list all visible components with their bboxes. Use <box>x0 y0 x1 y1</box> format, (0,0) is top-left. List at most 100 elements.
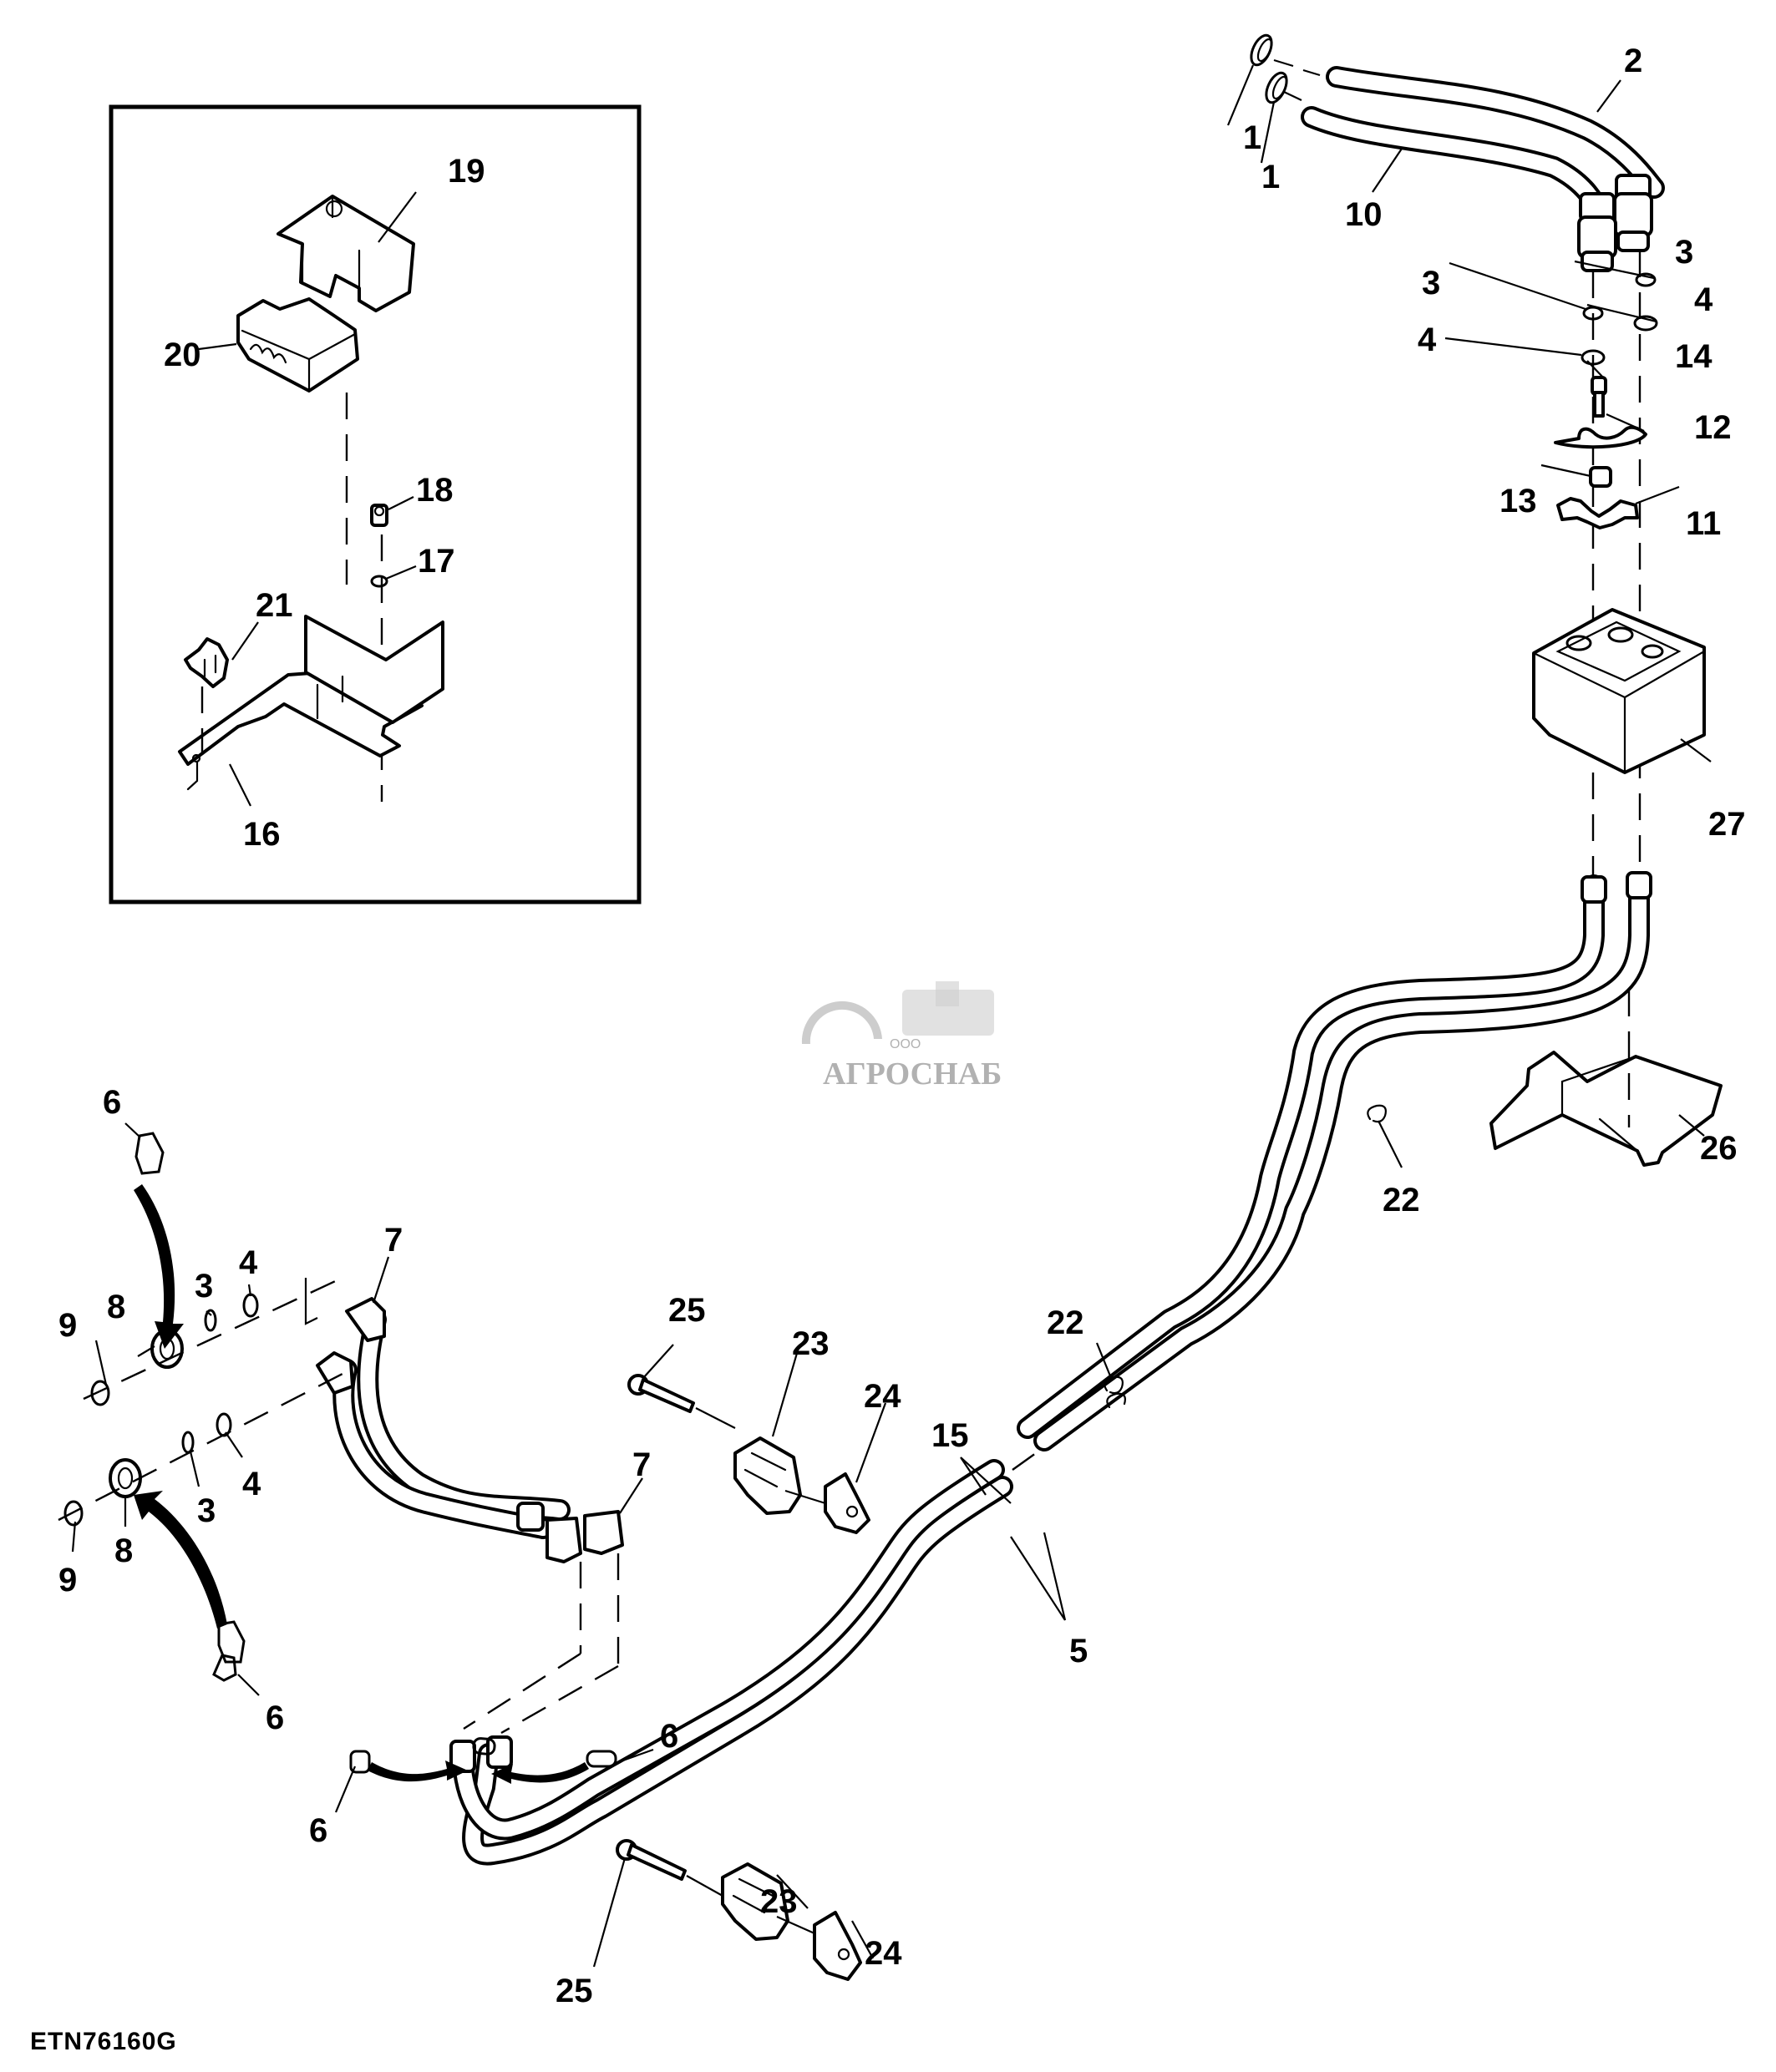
leader-26 <box>1678 1114 1705 1137</box>
assembly-line-1b <box>1283 91 1302 101</box>
leader-3d <box>189 1451 200 1487</box>
callout-4b: 4 <box>1694 281 1713 318</box>
assembly-line-1a <box>1273 58 1321 77</box>
callout-12: 12 <box>1694 409 1732 446</box>
leader-18 <box>388 496 414 510</box>
watermark-logo: ООО АГРОСНАБ <box>801 981 1002 1092</box>
leader-10 <box>1372 148 1403 193</box>
callout-27: 27 <box>1708 806 1746 843</box>
callout-7a: 7 <box>384 1222 403 1259</box>
part-6-clip-f <box>586 1750 617 1768</box>
part-4-oring <box>242 1293 259 1318</box>
assembly-bracket <box>304 1278 318 1325</box>
callout-13: 13 <box>1499 483 1537 519</box>
callout-6d: 6 <box>660 1718 678 1755</box>
assembly-line-25b <box>686 1875 723 1897</box>
part-6-clip-c <box>217 1620 246 1664</box>
leader-7a <box>372 1256 390 1304</box>
callout-9a: 9 <box>58 1307 77 1344</box>
assembly-line-25a <box>695 1407 736 1429</box>
leader-23b <box>776 1874 809 1909</box>
part-11-lower-plate <box>1556 497 1639 529</box>
callout-24a: 24 <box>864 1378 901 1415</box>
leader-20 <box>198 342 237 351</box>
part-25-cap-screw-upper <box>627 1374 695 1413</box>
leader-9b <box>71 1521 77 1553</box>
assembly-line-8b <box>58 1372 343 1522</box>
callout-4a: 4 <box>1418 322 1437 358</box>
part-15-line <box>1017 871 1652 1451</box>
leader-23a <box>771 1344 801 1437</box>
leader-11 <box>1635 485 1680 505</box>
callout-16: 16 <box>243 816 281 853</box>
callout-25b: 25 <box>556 1973 593 2009</box>
part-6-clip-e <box>349 1750 371 1774</box>
arrow-icon-up <box>134 1491 227 1629</box>
leader-24a <box>855 1402 887 1483</box>
leader-3a <box>1449 261 1586 311</box>
leader-3b <box>1574 260 1655 280</box>
part-6-clip-d <box>472 1737 496 1755</box>
leader-27 <box>1680 738 1712 762</box>
leader-5 <box>1010 1532 1067 1621</box>
part-22-clip-lower <box>1104 1375 1126 1409</box>
leader-3c <box>206 1310 212 1316</box>
leader-1b <box>1260 101 1276 164</box>
assembly-line-23b <box>776 1915 815 1935</box>
callout-23b: 23 <box>760 1883 798 1920</box>
part-23-clamp-upper <box>733 1436 802 1515</box>
part-6-clip-b <box>212 1654 237 1682</box>
part-27-manifold <box>1532 608 1706 774</box>
part-12-upper-plate <box>1554 425 1647 449</box>
part-3-oring <box>1635 272 1657 287</box>
callout-3a: 3 <box>1422 265 1440 301</box>
leader-4d <box>225 1431 243 1458</box>
arrow-icon-down <box>134 1184 184 1349</box>
part-16-bracket <box>178 615 444 791</box>
part-25-cap-screw-lower <box>616 1839 687 1881</box>
part-13-spacer <box>1589 466 1612 488</box>
part-24-clamp-upper <box>824 1472 870 1534</box>
callout-22a: 22 <box>1383 1182 1420 1218</box>
callout-9b: 9 <box>58 1562 77 1598</box>
assembly-line-7d <box>500 1664 619 1735</box>
callout-23a: 23 <box>792 1325 830 1362</box>
leader-6b <box>237 1674 260 1696</box>
callout-19: 19 <box>448 153 485 190</box>
callout-6b: 6 <box>266 1700 284 1736</box>
callout-3d: 3 <box>197 1492 216 1529</box>
callout-15: 15 <box>931 1417 969 1454</box>
leader-21 <box>231 621 259 661</box>
arrow-icon-right <box>368 1760 468 1782</box>
callout-4d: 4 <box>242 1466 261 1502</box>
part-3-oring <box>204 1309 217 1332</box>
figure-id-label: ETN76160G <box>30 2028 177 2055</box>
callout-25a: 25 <box>668 1292 706 1329</box>
callout-6c: 6 <box>309 1812 327 1849</box>
part-5-line <box>449 1459 1013 1866</box>
callout-24b: 24 <box>865 1935 902 1972</box>
leader-6a <box>124 1122 141 1138</box>
callout-20: 20 <box>164 337 201 373</box>
harvester-silhouette <box>902 990 994 1036</box>
callout-22b: 22 <box>1047 1304 1084 1341</box>
callout-1b: 1 <box>1261 159 1280 195</box>
callout-17: 17 <box>418 543 455 580</box>
leader-8a <box>137 1345 155 1357</box>
part-21-clip <box>184 637 229 688</box>
leader-2 <box>1596 79 1621 113</box>
callout-5: 5 <box>1069 1633 1088 1669</box>
leader-17 <box>385 565 417 580</box>
part-26-bracket <box>1489 1051 1723 1167</box>
part-14-cap-screw <box>1591 376 1607 418</box>
leader-14 <box>1586 360 1606 381</box>
leader-4a <box>1444 337 1582 357</box>
part-9-oring-lower <box>63 1500 84 1527</box>
arrow-icon-left <box>491 1762 589 1784</box>
callout-26: 26 <box>1700 1130 1738 1167</box>
leader-16 <box>229 763 251 807</box>
leader-22b <box>1095 1342 1113 1379</box>
leader-1a <box>1226 64 1255 126</box>
callout-10: 10 <box>1345 196 1383 233</box>
